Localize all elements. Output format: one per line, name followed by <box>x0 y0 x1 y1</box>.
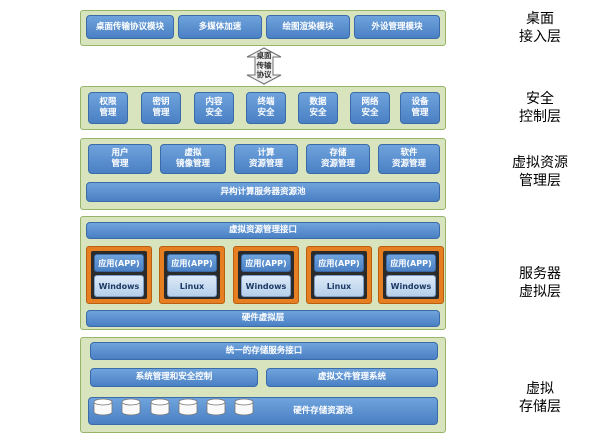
desktop-module-1[interactable]: 桌面传输协议模块 <box>86 15 174 39</box>
vm-screen: 应用(APP) Linux <box>311 251 367 299</box>
security-module-5[interactable]: 数据 安全 <box>298 92 338 124</box>
security-module-3[interactable]: 内容 安全 <box>194 92 234 124</box>
disk-icon <box>150 398 170 416</box>
vm-os: Windows <box>241 275 291 297</box>
virtual-file-system[interactable]: 虚拟文件管理系统 <box>266 368 438 387</box>
vm-screen: 应用(APP) Windows <box>383 251 439 299</box>
disk-icon <box>234 398 254 416</box>
resource-module-4[interactable]: 存储 资源管理 <box>306 144 370 174</box>
security-layer-label: 安全 控制层 <box>519 91 561 125</box>
vm-app: 应用(APP) <box>94 254 144 272</box>
desktop-layer-label: 桌面 接入层 <box>519 11 561 45</box>
security-module-1[interactable]: 权限 管理 <box>88 92 128 124</box>
hardware-virtualization-bar[interactable]: 硬件虚拟层 <box>86 310 440 327</box>
resource-module-1[interactable]: 用户 管理 <box>88 144 152 174</box>
vm-4[interactable]: 应用(APP) Linux <box>306 246 372 304</box>
storage-resource-pool[interactable]: 硬件存储资源池 <box>88 397 438 425</box>
vm-screen: 应用(APP) Linux <box>164 251 220 299</box>
desktop-module-4[interactable]: 外设管理模块 <box>354 15 440 39</box>
resource-module-2[interactable]: 虚拟 镜像管理 <box>160 144 226 174</box>
vm-screen: 应用(APP) Windows <box>238 251 294 299</box>
security-module-6[interactable]: 网络 安全 <box>350 92 390 124</box>
security-module-2[interactable]: 密钥 管理 <box>141 92 181 124</box>
vm-screen: 应用(APP) Windows <box>91 251 147 299</box>
vm-app: 应用(APP) <box>167 254 217 272</box>
security-module-7[interactable]: 设备 管理 <box>400 92 440 124</box>
vm-app: 应用(APP) <box>314 254 364 272</box>
disk-icon <box>206 398 226 416</box>
server-layer-label: 服务器 虚拟层 <box>519 266 561 300</box>
system-management-security[interactable]: 系统管理和安全控制 <box>90 368 258 387</box>
vm-app: 应用(APP) <box>241 254 291 272</box>
disk-icon <box>121 398 141 416</box>
disk-icon <box>178 398 198 416</box>
vm-os: Linux <box>167 275 217 297</box>
compute-resource-pool[interactable]: 异构计算服务器资源池 <box>86 182 440 202</box>
protocol-double-arrow-icon <box>246 47 282 85</box>
vm-os: Windows <box>386 275 436 297</box>
resource-module-3[interactable]: 计算 资源管理 <box>234 144 298 174</box>
desktop-module-3[interactable]: 绘图渲染模块 <box>266 15 350 39</box>
vm-app: 应用(APP) <box>386 254 436 272</box>
vm-5[interactable]: 应用(APP) Windows <box>378 246 444 304</box>
vm-os: Linux <box>314 275 364 297</box>
vm-2[interactable]: 应用(APP) Linux <box>159 246 225 304</box>
resource-module-5[interactable]: 软件 资源管理 <box>378 144 440 174</box>
storage-layer-label: 虚拟 存储层 <box>519 381 561 415</box>
vm-3[interactable]: 应用(APP) Windows <box>233 246 299 304</box>
protocol-arrow-label: 桌面 传输 协议 <box>256 51 272 79</box>
storage-service-interface[interactable]: 统一的存储服务接口 <box>90 342 438 360</box>
desktop-module-2[interactable]: 多媒体加速 <box>178 15 262 39</box>
vm-1[interactable]: 应用(APP) Windows <box>86 246 152 304</box>
resource-management-interface[interactable]: 虚拟资源管理接口 <box>86 222 440 239</box>
security-module-4[interactable]: 终端 安全 <box>246 92 286 124</box>
vm-os: Windows <box>94 275 144 297</box>
disk-icon <box>93 398 113 416</box>
resource-layer-label: 虚拟资源 管理层 <box>512 155 568 189</box>
